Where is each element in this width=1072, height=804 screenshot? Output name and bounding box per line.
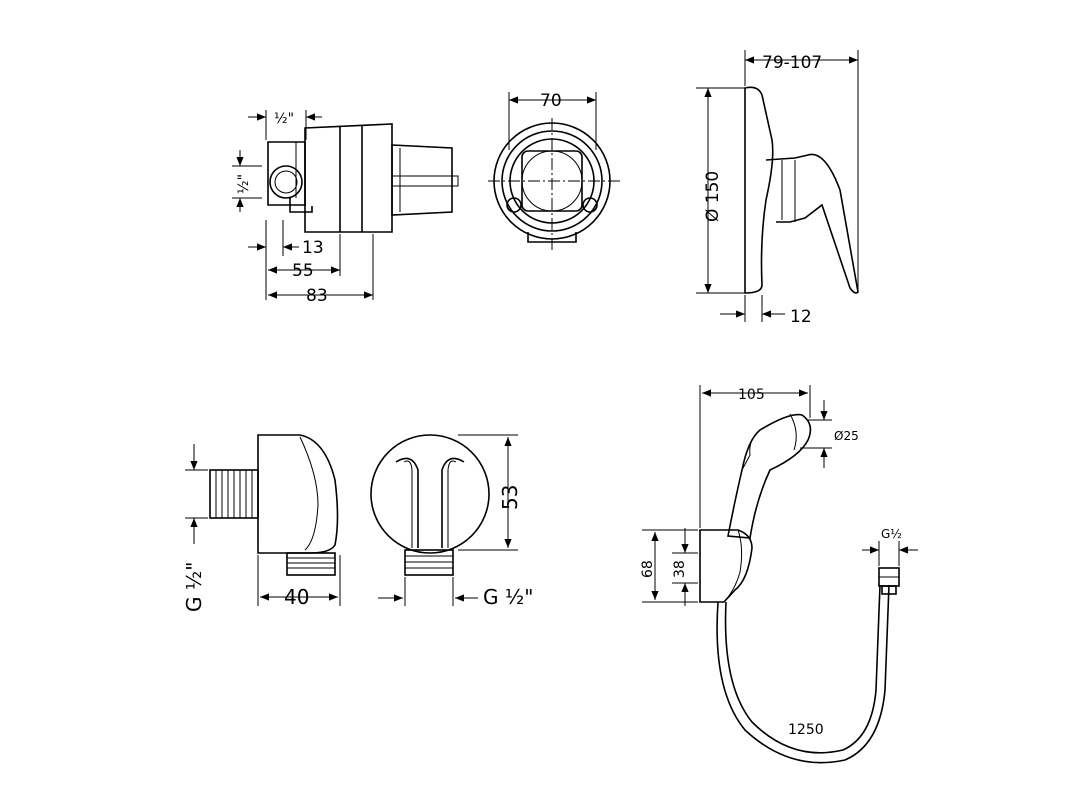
label-13: 13 xyxy=(302,238,324,258)
label-dia-25: Ø25 xyxy=(834,429,859,443)
wall-outlet-front-view xyxy=(370,434,490,576)
dim-thread-side: ½" xyxy=(232,150,262,212)
dim-53: 53 xyxy=(458,434,522,551)
hand-shower-view xyxy=(699,413,900,764)
label-70: 70 xyxy=(540,91,562,111)
dim-dia-150: Ø 150 xyxy=(696,87,745,294)
label-thread-side: ½" xyxy=(236,174,252,194)
dim-g-half-right: G ½" xyxy=(378,577,533,609)
dim-70: 70 xyxy=(508,91,597,150)
dim-38: 38 xyxy=(672,528,698,606)
label-68: 68 xyxy=(640,560,656,578)
dim-79-107: 79-107 xyxy=(744,50,859,290)
label-83: 83 xyxy=(306,286,328,306)
label-53: 53 xyxy=(498,485,522,510)
dim-13: 13 xyxy=(248,220,324,258)
label-g-half-left: G ½" xyxy=(182,562,206,612)
label-79-107: 79-107 xyxy=(762,53,822,73)
dim-g-half-left: G ½" xyxy=(182,444,208,612)
dim-68: 68 xyxy=(640,529,698,603)
label-dia-150: Ø 150 xyxy=(703,171,723,222)
label-12: 12 xyxy=(790,307,812,327)
dim-thread-top: ½" xyxy=(248,110,322,140)
label-40: 40 xyxy=(284,585,309,609)
label-thread-top: ½" xyxy=(274,111,294,127)
dim-105: 105 xyxy=(699,385,811,528)
dim-1250: 1250 xyxy=(788,722,824,738)
wall-plate-side-view xyxy=(744,86,859,294)
dim-83: 83 xyxy=(265,234,374,306)
valve-body-front-view xyxy=(488,118,620,252)
valve-body-side-view xyxy=(267,123,459,233)
dim-dia-25: Ø25 xyxy=(800,400,859,468)
dim-55: 55 xyxy=(268,234,341,281)
label-g-half-right: G ½" xyxy=(483,585,533,609)
dim-40: 40 xyxy=(257,555,341,609)
label-1250: 1250 xyxy=(788,722,824,738)
dim-12: 12 xyxy=(720,295,812,327)
dim-g-half-hose: G½ xyxy=(862,527,918,566)
wall-outlet-side-view xyxy=(209,434,339,576)
label-g-half-hose: G½ xyxy=(881,527,902,541)
label-55: 55 xyxy=(292,261,314,281)
label-38: 38 xyxy=(672,560,688,578)
label-105: 105 xyxy=(738,387,765,403)
